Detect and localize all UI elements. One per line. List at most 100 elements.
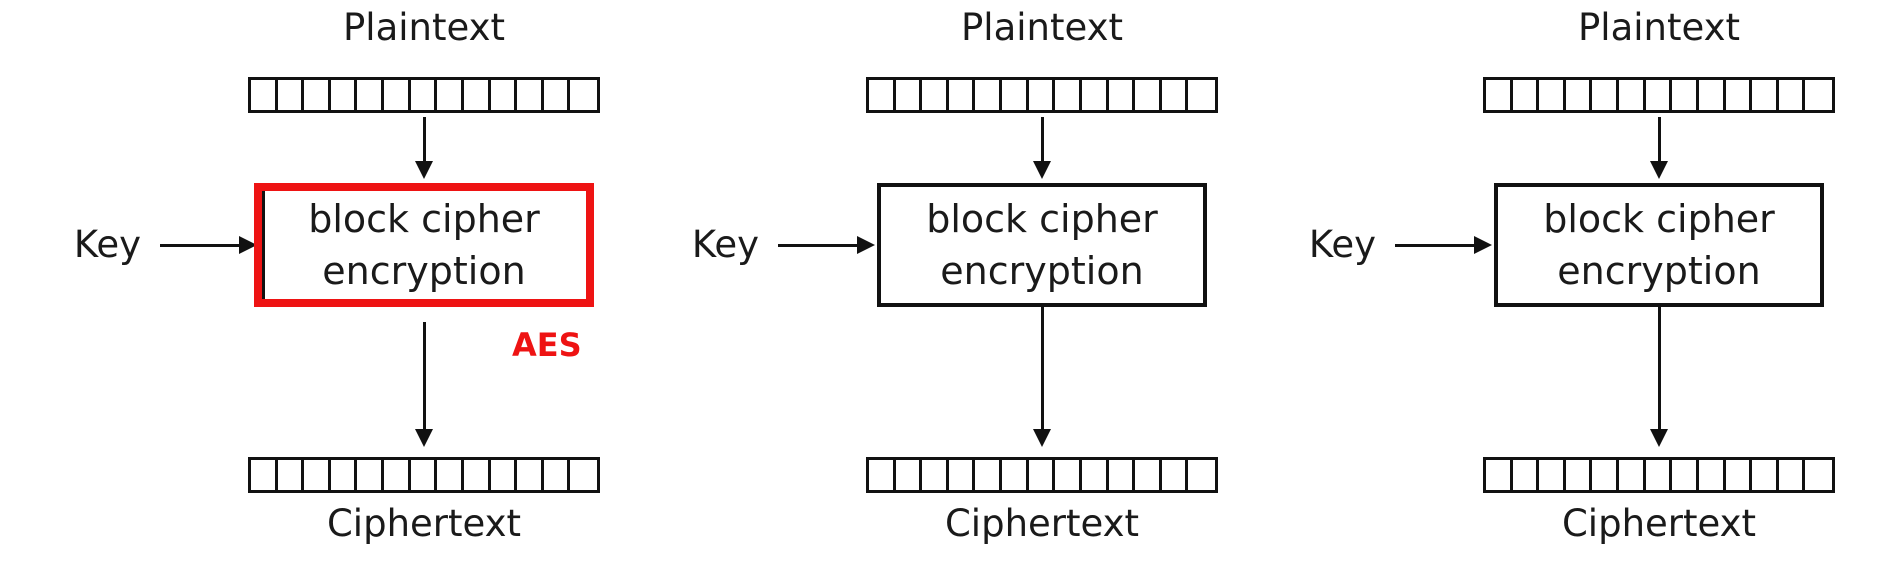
bit-cell	[1726, 80, 1753, 110]
block-cipher-box: block cipher encryption	[877, 183, 1207, 307]
bit-cell	[278, 460, 305, 490]
encryption-panel-2: Plaintext Key block cipher encryption Ci…	[682, 0, 1402, 578]
bit-cell	[304, 80, 331, 110]
bit-cell	[896, 460, 923, 490]
bit-cell	[975, 460, 1003, 490]
bit-cell	[304, 460, 331, 490]
bit-cell	[1109, 460, 1136, 490]
key-input-group: Key	[74, 225, 240, 265]
bit-cell	[922, 80, 949, 110]
bit-cell	[1646, 460, 1673, 490]
bit-cell	[949, 460, 976, 490]
bit-cell	[1619, 460, 1646, 490]
box-label-line2: encryption	[1557, 249, 1761, 293]
key-label: Key	[1308, 223, 1376, 266]
box-label-line1: block cipher	[926, 197, 1158, 241]
bit-cell	[464, 80, 491, 110]
bit-cell	[570, 460, 597, 490]
bit-cell	[570, 80, 597, 110]
bit-cell	[1539, 80, 1566, 110]
bit-cell	[869, 460, 896, 490]
bit-cell	[384, 460, 411, 490]
ciphertext-block-bar	[1483, 457, 1835, 493]
encryption-panel-3: Plaintext Key block cipher encryption Ci…	[1299, 0, 1888, 578]
down-arrow-icon	[422, 322, 426, 430]
bit-cell	[1592, 460, 1620, 490]
key-arrow-icon	[160, 243, 240, 247]
bit-cell	[331, 80, 358, 110]
bit-cell	[1646, 80, 1673, 110]
bit-cell	[1566, 80, 1593, 110]
bit-cell	[1779, 460, 1806, 490]
ciphertext-label: Ciphertext	[1561, 502, 1757, 545]
block-cipher-box: block cipher encryption	[254, 183, 594, 307]
box-label-line1: block cipher	[308, 197, 540, 241]
bit-cell	[1752, 460, 1779, 490]
bit-cell	[357, 460, 385, 490]
bit-cell	[1082, 460, 1109, 490]
plaintext-block-bar	[248, 77, 600, 113]
bit-cell	[1805, 80, 1832, 110]
bit-cell	[1566, 460, 1593, 490]
bit-cell	[949, 80, 976, 110]
bit-cell	[544, 460, 571, 490]
key-input-group: Key	[692, 225, 858, 265]
bit-cell	[1135, 80, 1162, 110]
block-cipher-box: block cipher encryption	[1494, 183, 1824, 307]
bit-cell	[1672, 460, 1699, 490]
bit-cell	[975, 80, 1003, 110]
bit-cell	[1135, 460, 1162, 490]
bit-cell	[464, 460, 491, 490]
bit-cell	[1486, 80, 1513, 110]
bit-cell	[251, 80, 278, 110]
box-label-line2: encryption	[322, 249, 526, 293]
encryption-panel-1: Plaintext Key block cipher encryption AE…	[64, 0, 784, 578]
bit-cell	[1188, 80, 1215, 110]
bit-cell	[1513, 460, 1540, 490]
down-arrow-icon	[1657, 306, 1661, 430]
down-arrow-icon	[1657, 117, 1661, 162]
key-label: Key	[691, 223, 759, 266]
bit-cell	[491, 80, 518, 110]
bit-cell	[1029, 80, 1056, 110]
plaintext-label: Plaintext	[1577, 6, 1741, 49]
plaintext-block-bar	[1483, 77, 1835, 113]
ciphertext-block-bar	[248, 457, 600, 493]
bit-cell	[1162, 460, 1189, 490]
bit-cell	[1002, 80, 1029, 110]
key-input-group: Key	[1309, 225, 1475, 265]
plaintext-label: Plaintext	[342, 6, 506, 49]
bit-cell	[357, 80, 385, 110]
bit-cell	[1188, 460, 1215, 490]
bit-cell	[1055, 460, 1082, 490]
aes-annotation: AES	[512, 326, 582, 364]
bit-cell	[896, 80, 923, 110]
bit-cell	[869, 80, 896, 110]
bit-cell	[1699, 80, 1726, 110]
key-label: Key	[73, 223, 141, 266]
bit-cell	[1726, 460, 1753, 490]
down-arrow-icon	[1040, 117, 1044, 162]
key-arrow-icon	[778, 243, 858, 247]
ciphertext-label: Ciphertext	[944, 502, 1140, 545]
bit-cell	[922, 460, 949, 490]
bit-cell	[1779, 80, 1806, 110]
key-arrow-icon	[1395, 243, 1475, 247]
bit-cell	[1082, 80, 1109, 110]
bit-cell	[1592, 80, 1620, 110]
bit-cell	[437, 80, 464, 110]
bit-cell	[278, 80, 305, 110]
bit-cell	[1752, 80, 1779, 110]
ciphertext-block-bar	[866, 457, 1218, 493]
bit-cell	[411, 460, 438, 490]
bit-cell	[1002, 460, 1029, 490]
bit-cell	[1699, 460, 1726, 490]
bit-cell	[384, 80, 411, 110]
bit-cell	[1029, 460, 1056, 490]
bit-cell	[411, 80, 438, 110]
down-arrow-icon	[422, 117, 426, 162]
bit-cell	[1805, 460, 1832, 490]
plaintext-block-bar	[866, 77, 1218, 113]
bit-cell	[1162, 80, 1189, 110]
